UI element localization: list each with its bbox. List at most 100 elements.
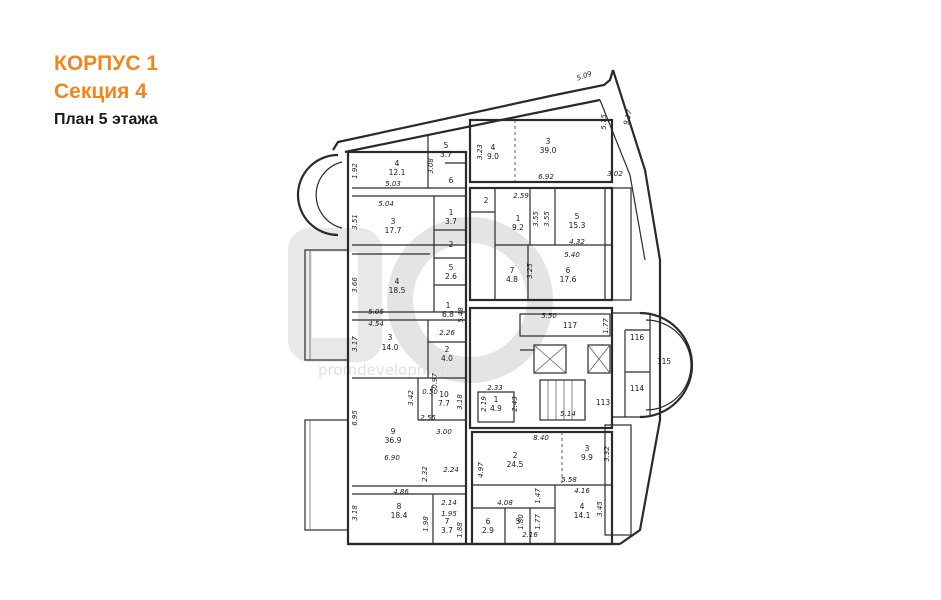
- building-title: КОРПУС 1: [54, 52, 158, 75]
- dimension: 2.19: [480, 396, 488, 412]
- dimension: 5.40: [564, 251, 580, 259]
- dimension: 4.08: [497, 499, 513, 507]
- room-number: 3: [391, 217, 396, 226]
- dimension: 1.77: [602, 318, 610, 334]
- room-area: 17.6: [560, 275, 577, 284]
- dimension: 1.98: [422, 516, 430, 532]
- room-number: 116: [630, 333, 645, 342]
- room-number: 1: [494, 395, 499, 404]
- dimension: 3.00: [436, 428, 452, 436]
- dimension: 3.45: [596, 501, 604, 517]
- dimension: 2.32: [421, 466, 429, 482]
- dimension: 3.55: [532, 211, 540, 227]
- room-area: 36.9: [385, 436, 402, 445]
- room-number: 5: [449, 263, 454, 272]
- dimension: 3.02: [607, 170, 623, 178]
- dimension: 1.80: [517, 514, 525, 530]
- room-area: 4.0: [441, 354, 453, 363]
- floor-plan-title: План 5 этажа: [54, 111, 158, 128]
- room-number: 2: [513, 451, 518, 460]
- dimension: 3.66: [351, 277, 359, 293]
- room-area: 18.5: [389, 286, 406, 295]
- dimension: 3.42: [407, 390, 415, 406]
- room-number: 1: [449, 208, 454, 217]
- dimension: 3.08: [427, 158, 435, 174]
- room-number: 7: [510, 266, 515, 275]
- dimension: 3.51: [351, 214, 359, 230]
- dimension: 2.26: [439, 329, 455, 337]
- section-title: Секция 4: [54, 80, 147, 103]
- dimension: 2.55: [420, 414, 436, 422]
- room-number: 114: [630, 384, 645, 393]
- room-number: 7: [445, 517, 450, 526]
- room-area: 9.2: [512, 223, 524, 232]
- room-area: 4.8: [506, 275, 518, 284]
- room-number: 117: [563, 321, 578, 330]
- room-area: 18.4: [391, 511, 408, 520]
- room-number: 6: [566, 266, 571, 275]
- dimension: 9.17: [622, 108, 634, 126]
- dimension: 4.32: [569, 238, 585, 246]
- dimension: 1.88: [456, 522, 464, 538]
- room-area: 3.7: [445, 217, 457, 226]
- room-number: 115: [657, 357, 672, 366]
- room-area: 2.9: [482, 526, 494, 535]
- room-area: 2.6: [445, 272, 457, 281]
- dimension-labels: 5.09 5.75 9.17 3.23 6.92 3.02 1.92 3.08 …: [351, 70, 634, 539]
- watermark-text: promdevelopment: [318, 361, 456, 379]
- dimension: 8.40: [533, 434, 549, 442]
- room-area: 9.9: [581, 453, 593, 462]
- room-labels: 4 12.1 5 3.7 6 3 17.7 1 3.7 2 4 18.5 5 2…: [382, 137, 672, 535]
- room-area: 14.0: [382, 343, 399, 352]
- dimension: 3.25: [526, 263, 534, 279]
- room-number: 4: [580, 502, 585, 511]
- dimension: 4.16: [574, 487, 590, 495]
- room-number: 1: [516, 214, 521, 223]
- dimension: 2.24: [443, 466, 459, 474]
- room-area: 12.1: [389, 168, 406, 177]
- dimension: 5.03: [385, 180, 401, 188]
- right-wing: [468, 69, 694, 546]
- room-number: 4: [491, 143, 496, 152]
- room-area: 4.9: [490, 404, 502, 413]
- dimension: 3.32: [603, 446, 611, 462]
- dimension: 0.97: [431, 373, 439, 389]
- dimension: 5.50: [541, 312, 557, 320]
- room-number: 3: [585, 444, 590, 453]
- dimension: 3.18: [351, 505, 359, 521]
- dimension: 2.59: [513, 192, 529, 200]
- room-number: 3: [388, 333, 393, 342]
- room-number: 4: [395, 159, 400, 168]
- watermark-logo: promdevelopment: [288, 217, 553, 383]
- dimension: 4.86: [393, 488, 409, 496]
- room-number: 5: [575, 212, 580, 221]
- room-number: 4: [395, 277, 400, 286]
- room-area: 17.7: [385, 226, 402, 235]
- dimension: 2.43: [511, 396, 519, 412]
- dimension: 5.05: [368, 308, 384, 316]
- room-number: 10: [439, 390, 449, 399]
- room-area: 24.5: [507, 460, 524, 469]
- dimension: 5.48: [457, 307, 465, 323]
- room-area: 3.7: [440, 150, 452, 159]
- room-area: 7.7: [438, 399, 450, 408]
- room-number: 3: [546, 137, 551, 146]
- dimension: 1.77: [534, 514, 542, 530]
- dimension: 3.18: [456, 394, 464, 410]
- room-area: 3.7: [441, 526, 453, 535]
- room-number: 1: [446, 301, 451, 310]
- room-number: 113: [596, 398, 611, 407]
- dimension: 5.75: [600, 114, 608, 130]
- dimension: 3.55: [543, 211, 551, 227]
- dimension: 0.50: [422, 388, 438, 396]
- dimension: 5.04: [378, 200, 394, 208]
- room-number: 6: [486, 517, 491, 526]
- dimension: 3.17: [351, 336, 359, 352]
- room-area: 9.0: [487, 152, 499, 161]
- room-number: 2: [449, 240, 454, 249]
- room-number: 5: [444, 141, 449, 150]
- dimension: 1.95: [441, 510, 457, 518]
- dimension: 4.97: [477, 462, 485, 478]
- dimension: 1.92: [351, 163, 359, 179]
